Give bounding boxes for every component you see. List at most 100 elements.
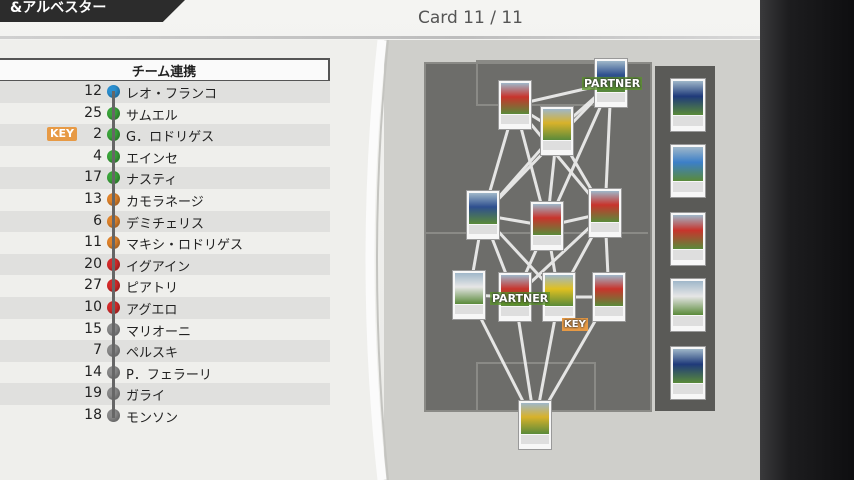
- player-card-photo: [595, 275, 623, 306]
- bench-card-photo: [673, 349, 703, 383]
- player-name: ペルスキ: [126, 346, 179, 362]
- player-card-strip: [545, 306, 573, 317]
- player-card[interactable]: [498, 80, 532, 130]
- player-card-strip: [533, 235, 561, 246]
- bench-card-photo: [673, 215, 703, 249]
- key-badge: KEY: [47, 127, 78, 142]
- player-card[interactable]: [540, 106, 574, 156]
- team-link-header: チーム連携: [0, 58, 330, 82]
- player-card-strip: [543, 140, 571, 151]
- player-name: ピアトリ: [126, 281, 179, 297]
- player-number: 19: [84, 385, 102, 402]
- player-name: イグアイン: [126, 259, 191, 275]
- player-name: マリオーニ: [126, 324, 192, 340]
- player-number: 20: [84, 255, 102, 272]
- player-row[interactable]: 6 デミチェリス: [0, 210, 330, 233]
- player-row[interactable]: 13 カモラネージ: [0, 189, 330, 211]
- bench-card-strip: [673, 383, 703, 395]
- bench-card[interactable]: [670, 144, 706, 198]
- screen-title: &アルベスター: [0, 0, 185, 22]
- player-card[interactable]: [518, 400, 552, 450]
- player-name: マキシ・ロドリゲス: [126, 238, 244, 254]
- bench-card[interactable]: [670, 278, 706, 332]
- player-name: アグエロ: [126, 302, 178, 318]
- player-row[interactable]: 18 モンソン: [0, 405, 330, 427]
- player-number: 27: [84, 277, 102, 294]
- card-counter: Card 11 / 11: [418, 8, 523, 28]
- link-chain: [112, 91, 115, 418]
- player-card-strip: [455, 304, 483, 315]
- player-card[interactable]: [530, 201, 564, 251]
- player-number: 18: [84, 406, 102, 423]
- player-number: 17: [84, 169, 102, 186]
- player-name: サムエル: [126, 108, 178, 124]
- player-row[interactable]: 25 サムエル: [0, 103, 330, 125]
- player-card[interactable]: [452, 270, 486, 320]
- player-name: レオ・フランコ: [126, 87, 218, 102]
- player-name: ナスティ: [126, 173, 178, 189]
- team-link-player-list: 12 レオ・フランコ 25 サムエル KEY 2 G．ロドリゲス 4 エインセ 17 ナスティ 13 カ…: [0, 81, 330, 427]
- header-divider: [0, 36, 760, 39]
- bench-card-photo: [673, 147, 703, 181]
- player-card-strip: [595, 306, 623, 317]
- player-number: 2: [93, 126, 102, 143]
- player-card-strip: [469, 224, 497, 235]
- player-name: G．ロドリゲス: [126, 130, 215, 146]
- player-row[interactable]: 27 ピアトリ: [0, 275, 330, 297]
- panel-divider: [365, 40, 389, 480]
- player-row[interactable]: 11 マキシ・ロドリゲス: [0, 232, 330, 254]
- player-name: ガライ: [126, 389, 166, 405]
- player-row[interactable]: 20 イグアイン: [0, 253, 330, 276]
- player-name: カモラネージ: [126, 194, 204, 210]
- player-card-strip: [501, 306, 529, 317]
- bench-card-strip: [673, 249, 703, 261]
- player-row[interactable]: KEY 2 G．ロドリゲス: [0, 124, 330, 146]
- player-name: P．フェラーリ: [126, 367, 212, 383]
- player-row[interactable]: 7 ペルスキ: [0, 340, 330, 362]
- player-card[interactable]: [592, 272, 626, 322]
- player-card-photo: [501, 83, 529, 114]
- player-number: 4: [93, 147, 102, 164]
- player-name: エインセ: [126, 151, 179, 167]
- player-number: 10: [84, 298, 102, 315]
- bench-card[interactable]: [670, 346, 706, 400]
- bench-card[interactable]: [670, 212, 706, 266]
- player-card[interactable]: [466, 190, 500, 240]
- player-name: モンソン: [126, 410, 179, 426]
- bench-card-photo: [673, 281, 703, 315]
- player-row[interactable]: 10 アグエロ: [0, 296, 330, 319]
- player-card-photo: [591, 191, 619, 222]
- player-name: デミチェリス: [126, 216, 205, 232]
- player-card-strip: [521, 434, 549, 445]
- player-card-photo: [469, 193, 497, 224]
- link-lines: [467, 81, 613, 426]
- player-number: 14: [84, 363, 102, 380]
- bench-card-strip: [673, 115, 703, 127]
- player-number: 12: [84, 83, 102, 99]
- player-number: 13: [84, 190, 102, 207]
- player-card-strip: [597, 92, 625, 103]
- bench-card-strip: [673, 181, 703, 193]
- bench-card-photo: [673, 81, 703, 115]
- bench-card-strip: [673, 315, 703, 327]
- player-number: 11: [84, 234, 102, 251]
- player-number: 7: [93, 342, 102, 359]
- player-card-strip: [591, 222, 619, 233]
- player-card[interactable]: [588, 188, 622, 238]
- player-row[interactable]: 19 ガライ: [0, 383, 330, 405]
- partner-label-bottom: PARTNER: [490, 292, 551, 305]
- player-number: 6: [93, 212, 102, 229]
- player-card-photo: [543, 109, 571, 140]
- team-link-screen: &アルベスター Card 11 / 11 チーム連携 12 レオ・フランコ 25 サム…: [0, 0, 760, 480]
- partner-label-top: PARTNER: [582, 77, 643, 90]
- player-card-photo: [455, 273, 483, 304]
- key-label: KEY: [562, 318, 588, 331]
- player-card-photo: [533, 204, 561, 235]
- player-card-strip: [501, 114, 529, 125]
- bench-card[interactable]: [670, 78, 706, 132]
- player-number: 25: [84, 104, 102, 121]
- player-card-photo: [521, 403, 549, 434]
- tv-bezel: [760, 0, 854, 480]
- player-row[interactable]: 17 ナスティ: [0, 167, 330, 189]
